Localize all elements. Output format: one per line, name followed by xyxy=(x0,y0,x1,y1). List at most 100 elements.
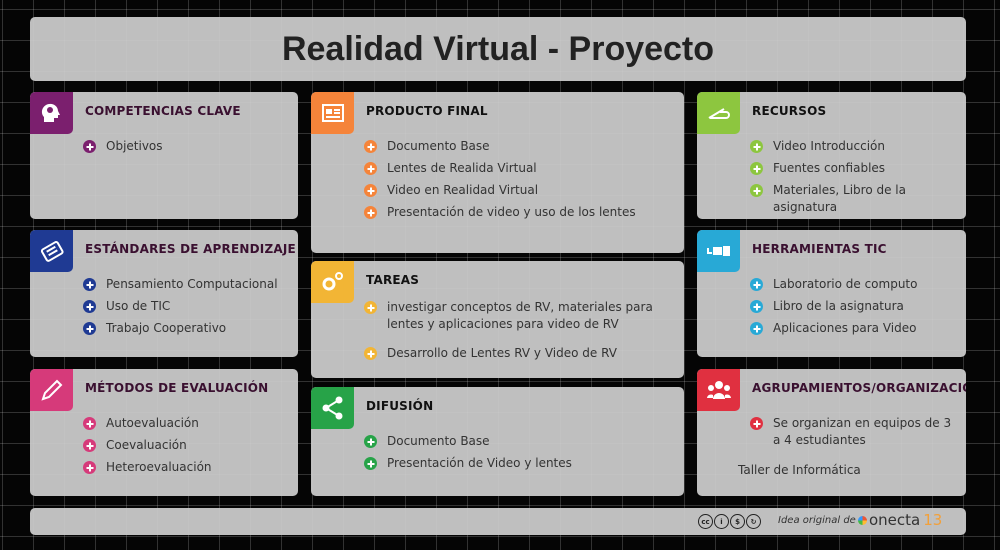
plus-icon xyxy=(83,140,96,153)
card-tareas: TAREAS investigar conceptos de RV, materi… xyxy=(311,261,684,378)
newspaper-icon xyxy=(311,92,354,134)
plus-icon xyxy=(750,417,763,430)
plus-icon xyxy=(750,184,763,197)
list-item: Aplicaciones para Video xyxy=(750,320,956,337)
head-gear-icon xyxy=(30,92,73,134)
list-item-label: Laboratorio de computo xyxy=(773,277,918,291)
plus-icon xyxy=(364,435,377,448)
plus-icon xyxy=(364,184,377,197)
card-competencias-clave: COMPETENCIAS CLAVE Objetivos xyxy=(30,92,298,219)
list-item-label: Video Introducción xyxy=(773,139,885,153)
card-title: COMPETENCIAS CLAVE xyxy=(85,104,241,118)
list-item-label: Libro de la asignatura xyxy=(773,299,904,313)
list-item-label: Autoevaluación xyxy=(106,416,199,430)
plus-icon xyxy=(750,322,763,335)
list-item-label: Fuentes confiables xyxy=(773,161,886,175)
ticket-icon xyxy=(30,230,73,272)
list-item: Presentación de video y uso de los lente… xyxy=(364,204,674,221)
plus-icon xyxy=(83,417,96,430)
list-item: Video Introducción xyxy=(750,138,956,155)
list-item: Documento Base xyxy=(364,138,674,155)
card-title: ESTÁNDARES DE APRENDIZAJE xyxy=(85,242,296,256)
plus-icon xyxy=(750,278,763,291)
list-item-label: Coevaluación xyxy=(106,438,187,452)
page-title: Realidad Virtual - Proyecto xyxy=(281,29,715,68)
list-item: Desarrollo de Lentes RV y Video de RV xyxy=(364,345,674,362)
plus-icon xyxy=(364,162,377,175)
card-title: MÉTODOS DE EVALUACIÓN xyxy=(85,381,269,395)
list-item-label: Video en Realidad Virtual xyxy=(387,183,539,197)
list-item: Laboratorio de computo xyxy=(750,276,956,293)
card-title: AGRUPAMIENTOS/ORGANIZACIÓN xyxy=(752,381,966,395)
list-item: Lentes de Realida Virtual xyxy=(364,160,674,177)
plus-icon xyxy=(83,300,96,313)
card-estandares: ESTÁNDARES DE APRENDIZAJE Pensamiento Com… xyxy=(30,230,298,357)
plus-icon xyxy=(83,439,96,452)
list-item-label: Lentes de Realida Virtual xyxy=(387,161,537,175)
plus-icon xyxy=(364,301,377,314)
list-item-label: Se organizan en equipos de 3 a 4 estudia… xyxy=(773,416,952,447)
plus-icon xyxy=(83,461,96,474)
list-item: Coevaluación xyxy=(83,437,288,454)
list-item-label: Aplicaciones para Video xyxy=(773,321,917,335)
card-title: HERRAMIENTAS TIC xyxy=(752,242,887,256)
list-item-label: Presentación de video y uso de los lente… xyxy=(387,205,636,219)
list-item-label: investigar conceptos de RV, materiales p… xyxy=(387,300,653,331)
list-item-label: Materiales, Libro de la asignatura xyxy=(773,183,906,214)
plus-icon xyxy=(364,347,377,360)
card-title: RECURSOS xyxy=(752,104,827,118)
list-item: Materiales, Libro de la asignatura xyxy=(750,182,956,216)
list-item-label: Trabajo Cooperativo xyxy=(106,321,227,335)
title-bar: Realidad Virtual - Proyecto xyxy=(30,17,966,81)
list-item-label: Uso de TIC xyxy=(106,299,171,313)
list-item: Se organizan en equipos de 3 a 4 estudia… xyxy=(750,415,956,449)
card-title: DIFUSIÓN xyxy=(366,399,434,413)
card-title: TAREAS xyxy=(366,273,420,287)
list-item: Objetivos xyxy=(83,138,288,155)
list-item-label: Pensamiento Computacional xyxy=(106,277,278,291)
list-item-label: Desarrollo de Lentes RV y Video de RV xyxy=(387,346,617,360)
list-item: Fuentes confiables xyxy=(750,160,956,177)
share-icon xyxy=(311,387,354,429)
list-item-label: Presentación de Video y lentes xyxy=(387,456,572,470)
plus-icon xyxy=(750,162,763,175)
list-item: Autoevaluación xyxy=(83,415,288,432)
list-item: Documento Base xyxy=(364,433,674,450)
list-item: Libro de la asignatura xyxy=(750,298,956,315)
list-item-label: Documento Base xyxy=(387,434,490,448)
usb-icon xyxy=(697,230,740,272)
list-item: Trabajo Cooperativo xyxy=(83,320,288,337)
plus-icon xyxy=(364,206,377,219)
card-note: Taller de Informática xyxy=(738,463,861,477)
list-item-label: Heteroevaluación xyxy=(106,460,212,474)
list-item-label: Objetivos xyxy=(106,139,163,153)
list-item: Uso de TIC xyxy=(83,298,288,315)
list-item: investigar conceptos de RV, materiales p… xyxy=(364,299,674,333)
list-item: Pensamiento Computacional xyxy=(83,276,288,293)
safety-pin-icon xyxy=(697,92,740,134)
group-icon xyxy=(697,369,740,411)
idea-original-label: Idea original de xyxy=(778,515,856,526)
plus-icon xyxy=(364,457,377,470)
card-title: PRODUCTO FINAL xyxy=(366,104,488,118)
plus-icon xyxy=(750,140,763,153)
card-agrupamientos: AGRUPAMIENTOS/ORGANIZACIÓN Se organizan e… xyxy=(697,369,966,496)
list-item-label: Documento Base xyxy=(387,139,490,153)
gears-icon xyxy=(311,261,354,303)
pencil-icon xyxy=(30,369,73,411)
list-item: Video en Realidad Virtual xyxy=(364,182,674,199)
plus-icon xyxy=(750,300,763,313)
plus-icon xyxy=(83,322,96,335)
plus-icon xyxy=(83,278,96,291)
list-item: Presentación de Video y lentes xyxy=(364,455,674,472)
plus-icon xyxy=(364,140,377,153)
list-item: Heteroevaluación xyxy=(83,459,288,476)
